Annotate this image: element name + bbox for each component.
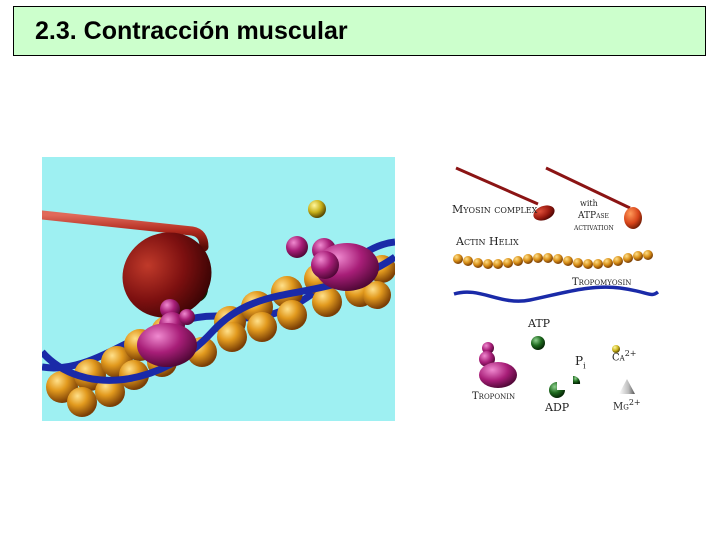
troponin-label: Troponin	[472, 391, 516, 402]
calcium-shape	[612, 345, 620, 353]
pi-label: Pi	[575, 355, 586, 370]
adp-shape	[549, 382, 565, 398]
magnesium-shape	[619, 379, 635, 394]
mg-sup: 2+	[628, 398, 641, 407]
adp-label: ADP	[545, 401, 570, 414]
myosin-atpase-activated-shape	[545, 166, 642, 229]
pi-shape	[573, 375, 581, 384]
activation-label: activation	[574, 223, 614, 232]
muscle-contraction-illustration	[42, 157, 395, 421]
legend-graphics	[453, 166, 660, 398]
myosin-complex-label: Myosin complex	[452, 203, 538, 216]
slide-title: 2.3. Contracción muscular	[35, 17, 348, 45]
ca-text: Ca	[612, 352, 625, 364]
atp-shape	[531, 336, 545, 350]
troponin-shape	[479, 342, 517, 388]
with-label: with	[580, 199, 598, 208]
tropomyosin-label: Tropomyosin	[572, 277, 632, 288]
muscle-contraction-render	[42, 157, 395, 421]
actin-helix-label: Actin Helix	[456, 235, 519, 248]
mg-text: Mg	[613, 401, 629, 413]
ca-label: Ca2+	[612, 350, 637, 363]
pi-p: P	[575, 354, 584, 368]
atpase-label: ATPase	[578, 211, 609, 221]
myosin-complex-shape	[455, 166, 555, 221]
pi-sub: i	[583, 361, 586, 371]
mg-label: Mg2+	[613, 399, 641, 412]
actin-helix-shape	[453, 250, 653, 269]
slide-title-bar: 2.3. Contracción muscular	[13, 6, 706, 56]
legend-panel: Myosin complex with ATPase activation Ac…	[440, 166, 680, 426]
tropomyosin-shape	[453, 285, 660, 303]
atp-label: ATP	[528, 317, 551, 330]
ca-sup: 2+	[624, 349, 637, 358]
